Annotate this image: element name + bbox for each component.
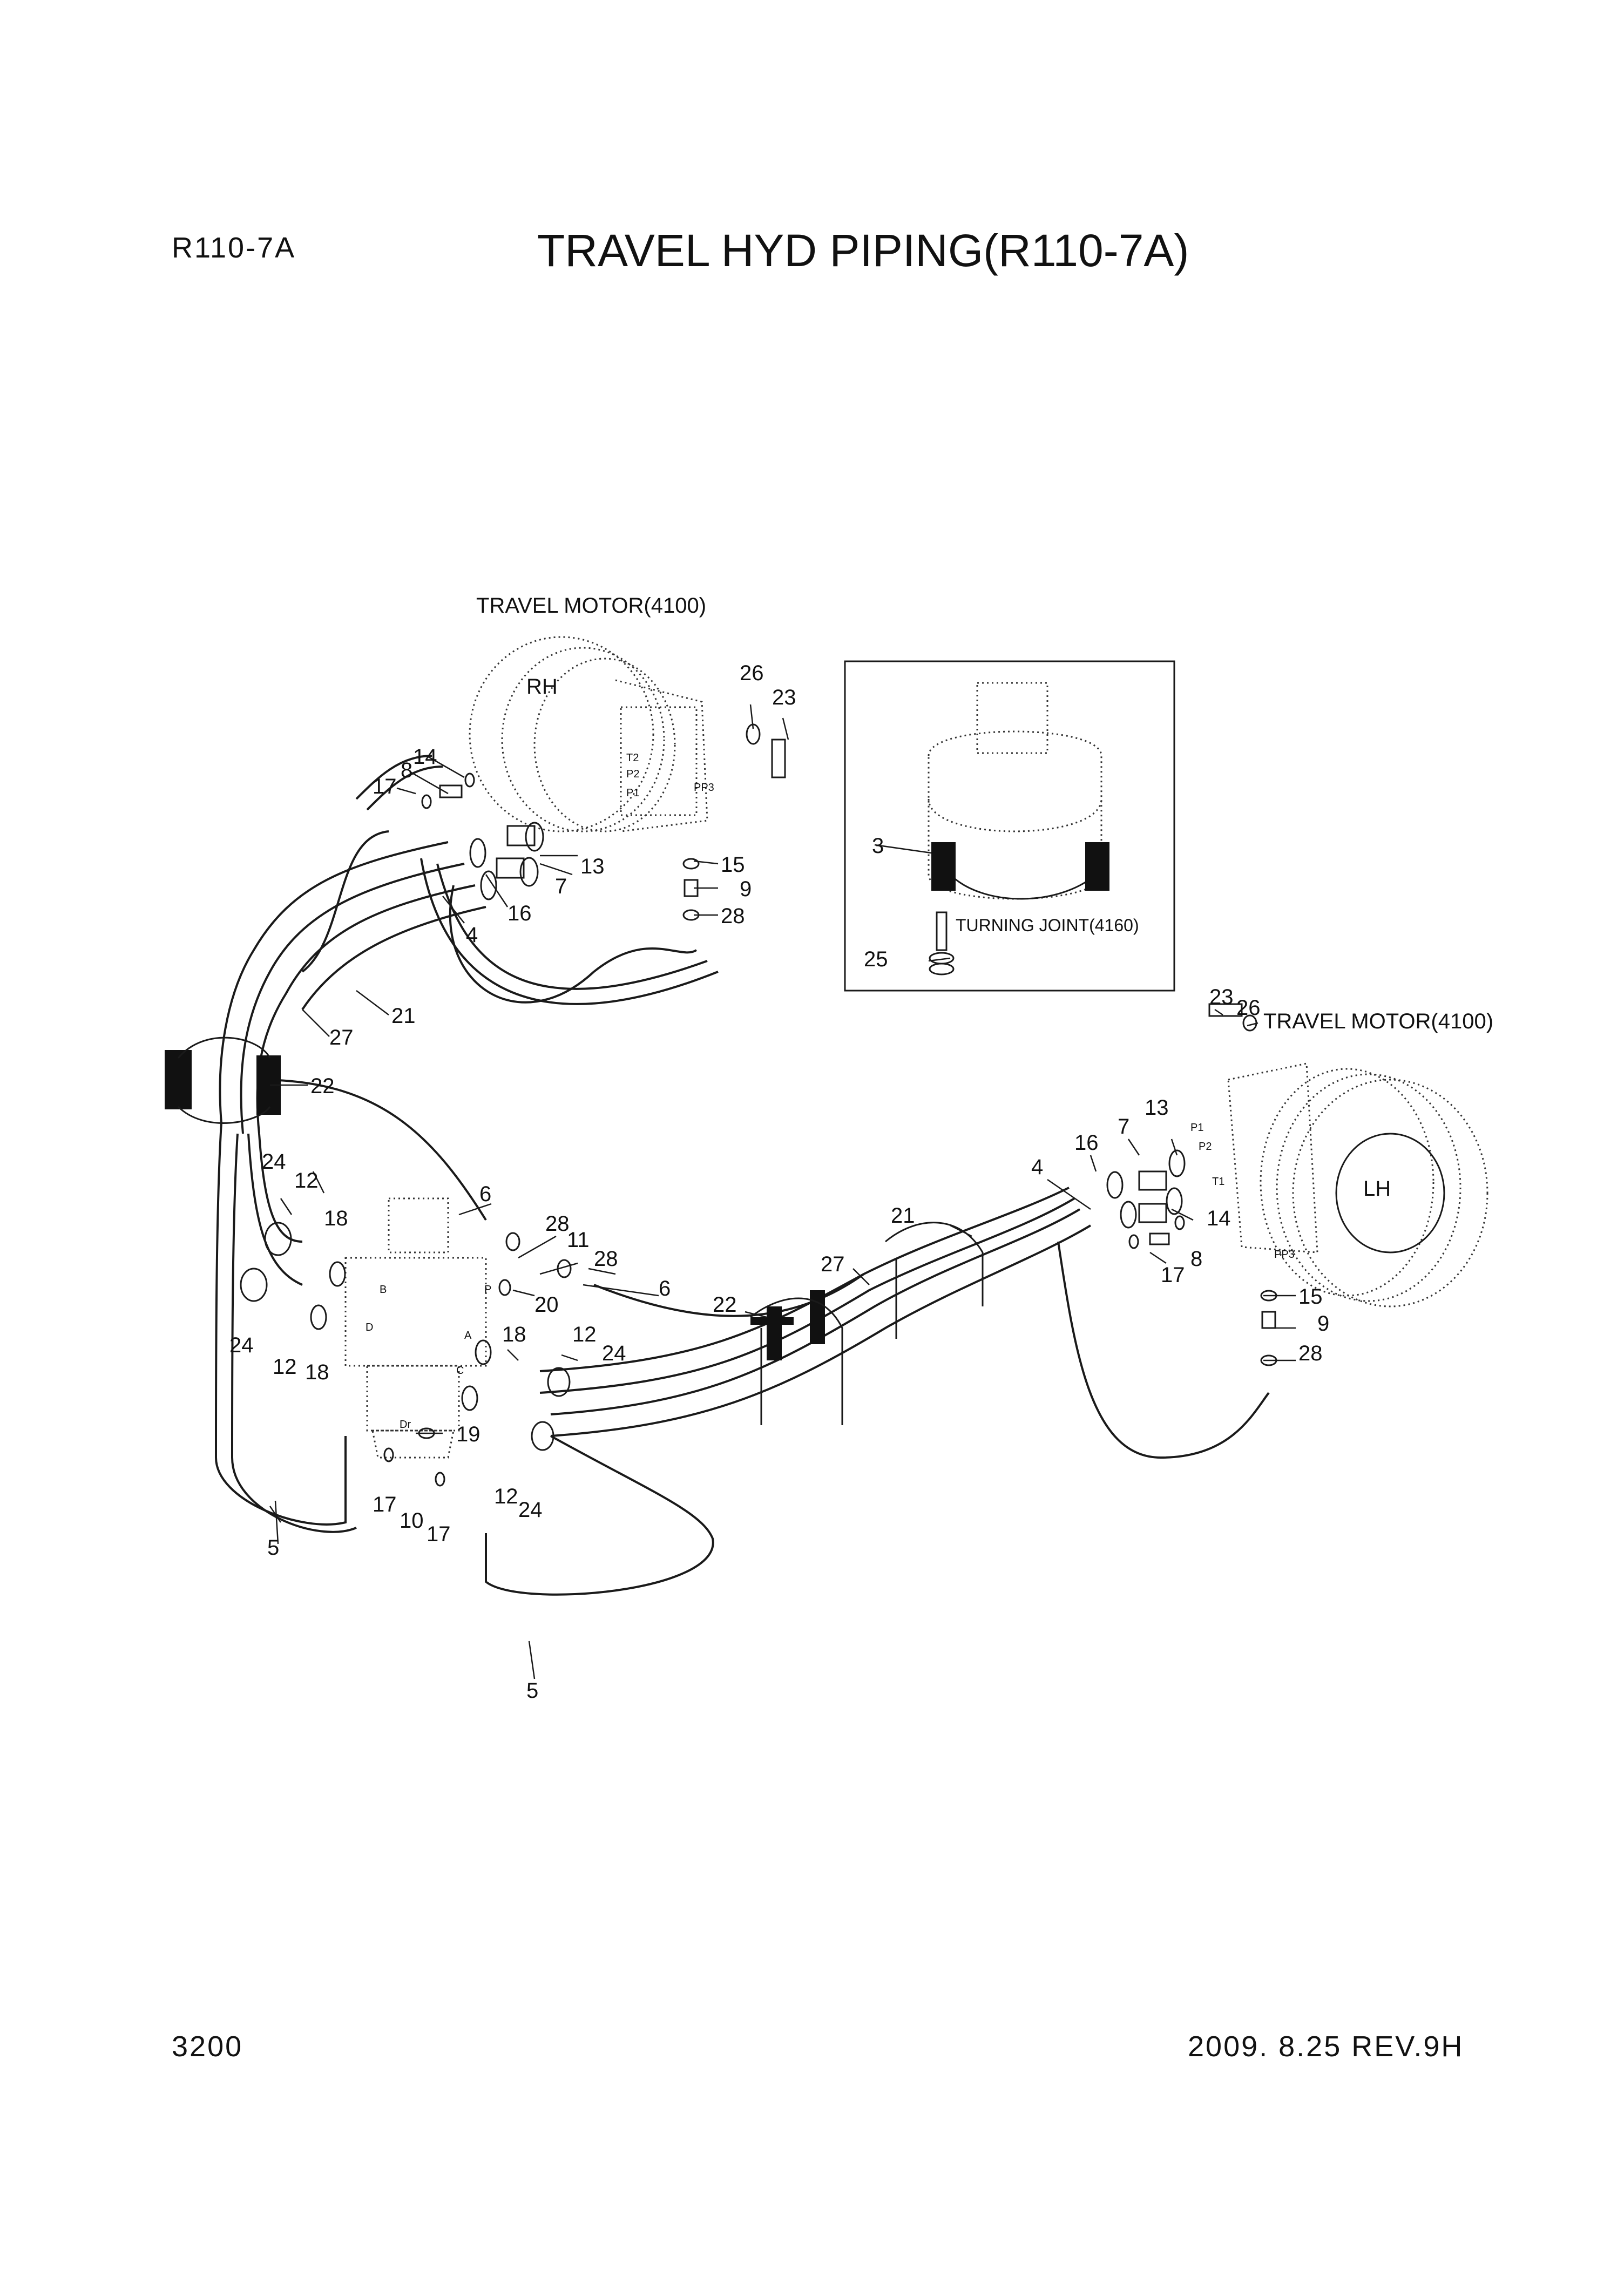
callout-12-bottom: 12 bbox=[494, 1485, 518, 1508]
turning-joint-detail bbox=[928, 682, 1109, 975]
callout-27-right: 27 bbox=[821, 1252, 845, 1276]
callout-28-center-a: 28 bbox=[545, 1212, 570, 1236]
callout-28-rh: 28 bbox=[721, 904, 745, 928]
callout-14-rh: 14 bbox=[413, 745, 437, 769]
callout-14-lh: 14 bbox=[1207, 1207, 1231, 1230]
callout-19: 19 bbox=[456, 1422, 481, 1446]
rh-travel-motor bbox=[469, 636, 708, 832]
callout-17-bottom-left: 17 bbox=[373, 1493, 397, 1516]
callout-numbers: 26 23 14 8 17 13 7 16 4 15 9 28 21 27 22… bbox=[229, 661, 1329, 1703]
callout-9-rh: 9 bbox=[740, 877, 752, 901]
callout-5-left: 5 bbox=[267, 1536, 279, 1560]
callout-13-rh: 13 bbox=[580, 855, 605, 878]
lh-port-pp3: PP3 bbox=[1274, 1249, 1295, 1261]
page-number: 3200 bbox=[172, 2030, 243, 2063]
callout-28-center-b: 28 bbox=[594, 1247, 618, 1271]
callout-20: 20 bbox=[534, 1293, 559, 1317]
callout-18-lower-left: 18 bbox=[305, 1360, 329, 1384]
callout-13-lh: 13 bbox=[1145, 1096, 1169, 1120]
callout-24-upper-left: 24 bbox=[262, 1150, 286, 1174]
callout-17-rh: 17 bbox=[373, 775, 397, 798]
callout-18-right: 18 bbox=[502, 1323, 526, 1346]
callout-24-right: 24 bbox=[602, 1342, 626, 1365]
callout-18-upper-left: 18 bbox=[324, 1207, 348, 1230]
lh-label: LH bbox=[1363, 1177, 1391, 1201]
callout-26-lh: 26 bbox=[1236, 996, 1261, 1020]
callout-16-lh: 16 bbox=[1074, 1131, 1099, 1155]
callout-6-upper: 6 bbox=[479, 1182, 491, 1206]
page-title: TRAVEL HYD PIPING(R110-7A) bbox=[537, 225, 1189, 276]
callout-25: 25 bbox=[864, 947, 888, 971]
callout-9-lh: 9 bbox=[1317, 1312, 1329, 1336]
callout-3: 3 bbox=[872, 834, 884, 858]
rh-port-p2: P2 bbox=[626, 768, 639, 780]
callout-5-bottom: 5 bbox=[526, 1679, 538, 1703]
callout-21-right: 21 bbox=[891, 1204, 915, 1228]
callout-6-lower: 6 bbox=[659, 1277, 671, 1300]
callout-23-rh: 23 bbox=[772, 686, 796, 709]
rh-port-t2: T2 bbox=[626, 752, 639, 764]
callout-15-lh: 15 bbox=[1298, 1285, 1323, 1309]
rh-port-p1: P1 bbox=[626, 787, 639, 799]
lh-port-p1: P1 bbox=[1190, 1122, 1203, 1134]
tj-port-d-left: D bbox=[366, 1322, 373, 1333]
lh-travel-motor bbox=[1227, 1062, 1488, 1307]
rh-motor-label: TRAVEL MOTOR(4100) bbox=[476, 594, 706, 618]
callout-4-rh: 4 bbox=[466, 923, 478, 947]
callout-12-upper-left: 12 bbox=[294, 1169, 319, 1193]
callout-8-lh: 8 bbox=[1190, 1247, 1202, 1271]
callout-28-lh: 28 bbox=[1298, 1342, 1323, 1365]
fittings bbox=[240, 723, 1277, 1487]
rh-label: RH bbox=[526, 675, 558, 699]
callout-21-left: 21 bbox=[391, 1004, 416, 1028]
callout-12-lower-left: 12 bbox=[273, 1355, 297, 1379]
callout-15-rh: 15 bbox=[721, 853, 745, 877]
callout-12-right: 12 bbox=[572, 1323, 597, 1346]
callout-17-lh: 17 bbox=[1161, 1263, 1185, 1287]
lh-motor-label: TRAVEL MOTOR(4100) bbox=[1263, 1010, 1493, 1033]
turning-joint-label: TURNING JOINT(4160) bbox=[956, 916, 1139, 935]
tj-port-dr: Dr bbox=[400, 1419, 411, 1431]
revision-date: 2009. 8.25 REV.9H bbox=[1188, 2030, 1464, 2063]
callout-17-bottom-right: 17 bbox=[427, 1522, 451, 1546]
turning-joint-inset-box bbox=[844, 660, 1175, 992]
callout-22-left: 22 bbox=[310, 1074, 335, 1098]
callout-4-lh: 4 bbox=[1031, 1155, 1043, 1179]
tj-port-c: C bbox=[456, 1365, 464, 1377]
callout-23-lh: 23 bbox=[1209, 985, 1234, 1009]
model-code: R110-7A bbox=[172, 232, 296, 264]
tj-port-a: A bbox=[464, 1330, 472, 1342]
callout-7-rh: 7 bbox=[555, 875, 567, 898]
callout-27-left: 27 bbox=[329, 1026, 354, 1049]
callout-16-rh: 16 bbox=[508, 902, 532, 925]
callout-26-rh: 26 bbox=[740, 661, 764, 685]
callout-11: 11 bbox=[567, 1228, 590, 1252]
callout-10: 10 bbox=[400, 1509, 424, 1533]
lh-port-t1: T1 bbox=[1212, 1176, 1224, 1188]
callout-24-lower-left: 24 bbox=[229, 1333, 254, 1357]
lh-port-p2: P2 bbox=[1199, 1141, 1212, 1153]
callout-24-bottom: 24 bbox=[518, 1498, 543, 1522]
rh-port-pp3: PP3 bbox=[694, 782, 714, 794]
tj-port-b: B bbox=[380, 1284, 387, 1296]
hose-bundle-right bbox=[449, 885, 1270, 1596]
callout-22-right: 22 bbox=[713, 1293, 737, 1317]
center-turning-joint bbox=[344, 1197, 487, 1459]
tj-port-p: P bbox=[484, 1284, 491, 1296]
hose-bundle-left bbox=[165, 755, 719, 1533]
callout-7-lh: 7 bbox=[1118, 1115, 1129, 1139]
callout-8-rh: 8 bbox=[401, 758, 412, 782]
